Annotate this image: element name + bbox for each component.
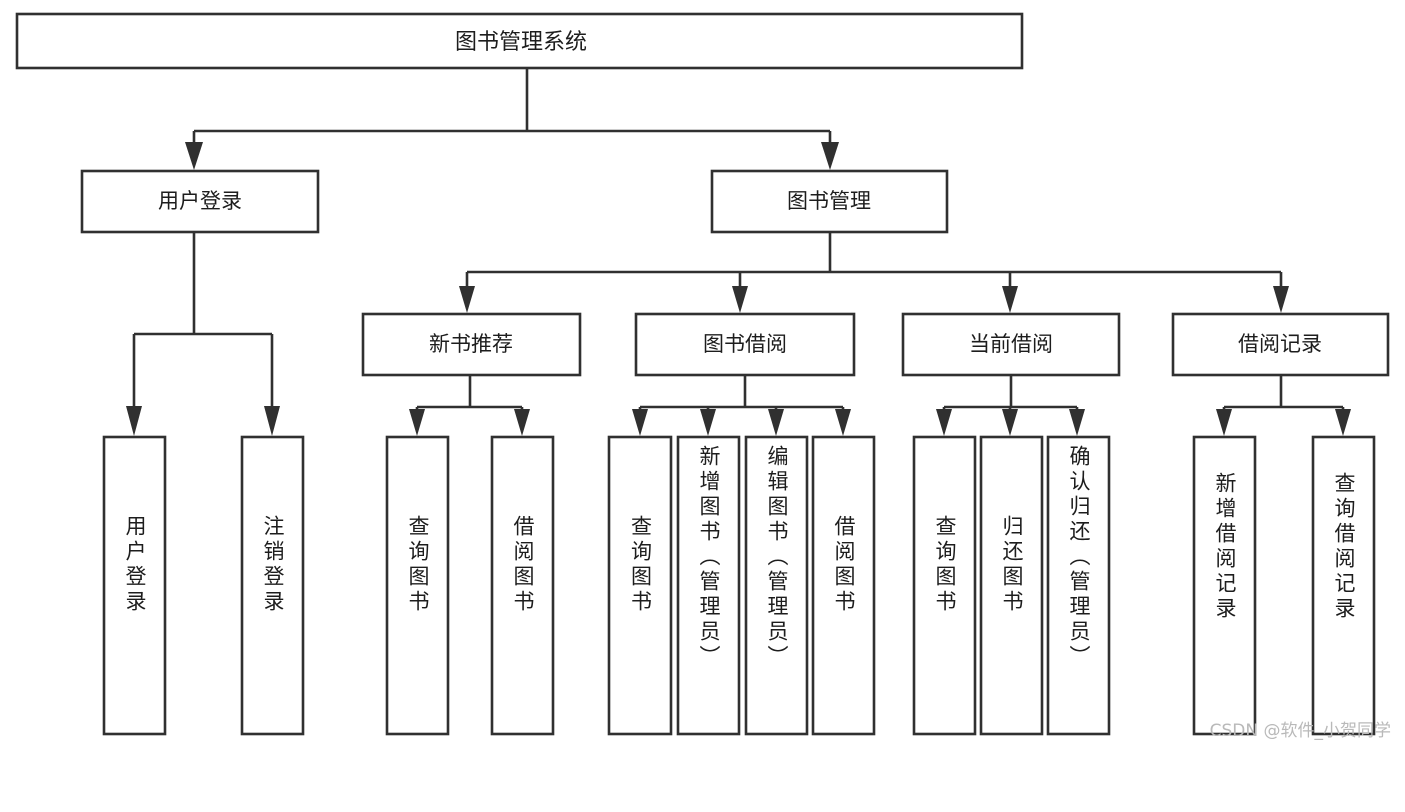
arrow-br-leaf-0 [1216, 409, 1232, 436]
arrow-ul-child-0 [126, 406, 142, 436]
leaf-box-user-login-0[interactable] [102, 435, 167, 736]
arrow-bb-leaf-3 [835, 409, 851, 436]
node-new-book-rec[interactable]: 新书推荐 [361, 312, 582, 377]
node-book-borrow[interactable]: 图书借阅 [634, 312, 856, 377]
leaf-box-current-borrow-0[interactable] [912, 435, 977, 736]
node-book-manage-label: 图书管理 [787, 189, 871, 213]
leaf-box-current-borrow-2[interactable] [1046, 435, 1111, 736]
leaf-box-current-borrow-1[interactable] [979, 435, 1044, 736]
arrow-bb-leaf-0 [632, 409, 648, 436]
arrow-cb-leaf-2 [1069, 409, 1085, 436]
leaf-box-borrow-record-0[interactable] [1192, 435, 1257, 736]
arrow-br-leaf-1 [1335, 409, 1351, 436]
node-user-login-label: 用户登录 [158, 189, 242, 213]
node-borrow-record[interactable]: 借阅记录 [1171, 312, 1390, 377]
arrow-nbr-leaf-0 [409, 409, 425, 436]
node-root[interactable]: 图书管理系统 [15, 12, 1024, 70]
node-book-borrow-label: 图书借阅 [703, 332, 787, 356]
node-user-login-box[interactable] [80, 169, 320, 234]
node-book-manage[interactable]: 图书管理 [710, 169, 949, 234]
node-new-book-rec-box[interactable] [361, 312, 582, 377]
connector-group [126, 68, 1351, 436]
arrow-cb-leaf-1 [1002, 409, 1018, 436]
node-borrow-record-label: 借阅记录 [1238, 332, 1322, 356]
leaf-box-book-borrow-3[interactable] [811, 435, 876, 736]
node-book-manage-box[interactable] [710, 169, 949, 234]
node-current-borrow-label: 当前借阅 [969, 332, 1053, 356]
node-borrow-record-box[interactable] [1171, 312, 1390, 377]
leaf-box-book-borrow-0[interactable] [607, 435, 673, 736]
node-root-box[interactable] [15, 12, 1024, 70]
node-book-borrow-box[interactable] [634, 312, 856, 377]
leaf-box-user-login-1[interactable] [240, 435, 305, 736]
node-user-login[interactable]: 用户登录 [80, 169, 320, 234]
arrow-bb-leaf-1 [700, 409, 716, 436]
diagram-canvas: 图书管理系统 用户登录 图书管理 新书推荐 图书借阅 当前借阅 借阅记录 [15, 12, 1391, 741]
leaf-box-book-borrow-1[interactable] [676, 435, 741, 736]
leaf-box-book-borrow-2[interactable] [744, 435, 809, 736]
arrow-l3-new-book-rec [459, 286, 475, 313]
diagram-svg: 图书管理系统 用户登录 图书管理 新书推荐 图书借阅 当前借阅 借阅记录 [15, 12, 1390, 736]
node-current-borrow-box[interactable] [901, 312, 1121, 377]
arrow-nbr-leaf-1 [514, 409, 530, 436]
leaf-box-borrow-record-1[interactable] [1311, 435, 1376, 736]
arrow-l3-borrow-record [1273, 286, 1289, 313]
arrow-ul-child-1 [264, 406, 280, 436]
node-root-label: 图书管理系统 [455, 30, 587, 55]
leaf-box-new-book-rec-1[interactable] [490, 435, 555, 736]
arrow-l3-book-borrow [732, 286, 748, 313]
arrow-to-book-manage [821, 142, 839, 170]
leaf-boxes [102, 435, 1376, 736]
leaf-box-new-book-rec-0[interactable] [385, 435, 450, 736]
node-new-book-rec-label: 新书推荐 [429, 332, 513, 356]
arrow-cb-leaf-0 [936, 409, 952, 436]
arrow-to-user-login [185, 142, 203, 170]
arrow-l3-current-borrow [1002, 286, 1018, 313]
arrow-bb-leaf-2 [768, 409, 784, 436]
node-current-borrow[interactable]: 当前借阅 [901, 312, 1121, 377]
